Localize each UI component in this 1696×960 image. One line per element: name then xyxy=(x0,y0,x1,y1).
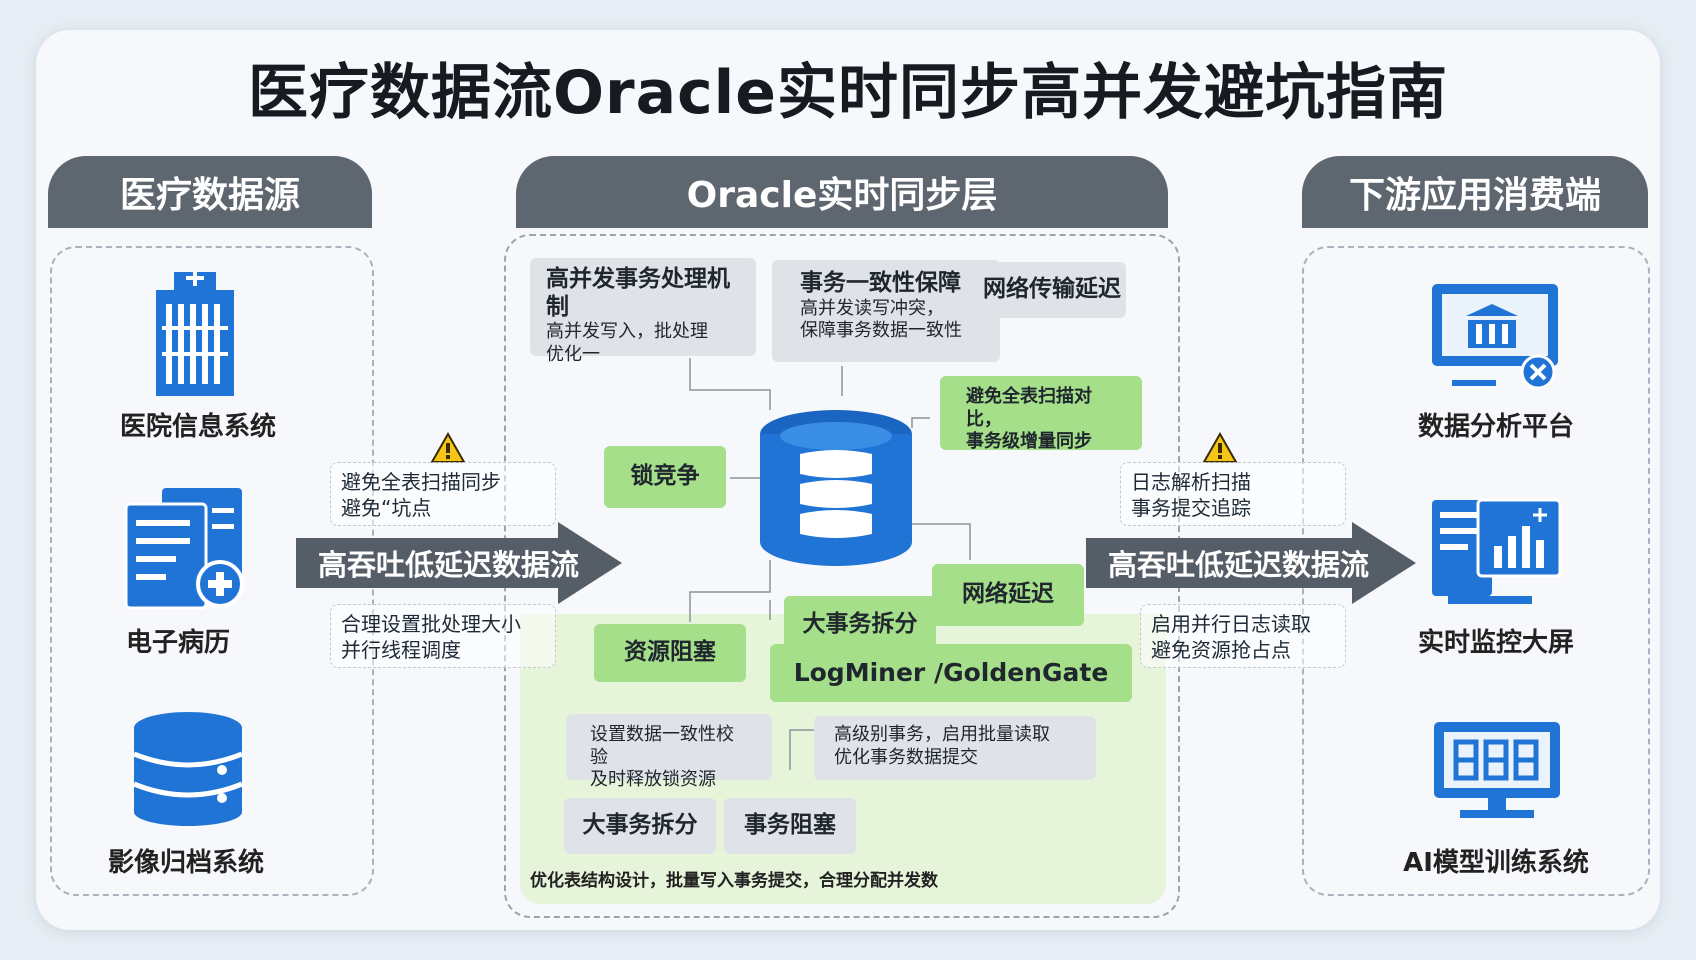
box-resource-block: 资源阻塞 xyxy=(594,624,746,682)
box-network-delay: 网络延迟 xyxy=(932,564,1084,626)
source-label-pacs: 影像归档系统 xyxy=(107,848,264,878)
header-oracle-sync-layer: Oracle实时同步层 xyxy=(516,156,1168,228)
left-note-top: 避免全表扫描同步 避免“坑点 xyxy=(330,462,556,526)
right-note-bottom: 启用并行日志读取 避免资源抢占点 xyxy=(1140,604,1346,668)
source-label-emr: 电子病历 xyxy=(125,628,230,658)
box-incremental-sync-note: 避免全表扫描对比， 事务级增量同步 xyxy=(940,376,1142,452)
box-tx-block: 事务阻塞 xyxy=(724,798,856,854)
consumer-label-monitor: 实时监控大屏 xyxy=(1417,628,1574,658)
oracle-database-icon xyxy=(756,408,916,574)
box-large-tx: 大事务拆分 xyxy=(564,798,716,854)
header-downstream-consumers: 下游应用消费端 xyxy=(1302,156,1648,228)
source-label-his: 医院信息系统 xyxy=(119,412,276,442)
medical-record-icon xyxy=(122,484,252,616)
hospital-building-icon xyxy=(152,268,238,402)
consumer-label-analytics: 数据分析平台 xyxy=(1417,412,1574,442)
header-data-sources: 医疗数据源 xyxy=(48,156,372,228)
dashboard-screen-icon xyxy=(1428,496,1564,612)
analytics-monitor-icon xyxy=(1397,280,1562,400)
right-flow-arrow: 高吞吐低延迟数据流 xyxy=(1086,522,1416,604)
right-note-top: 日志解析扫描 事务提交追踪 xyxy=(1120,462,1346,526)
box-batch-read-note: 高级别事务，启用批量读取 优化事务数据提交 xyxy=(814,716,1096,780)
left-note-bottom: 合理设置批处理大小 并行线程调度 xyxy=(330,604,556,668)
page-title: 医疗数据流Oracle实时同步高并发避坑指南 xyxy=(248,58,1448,128)
consumer-label-ai: AI模型训练系统 xyxy=(1403,848,1589,878)
box-logminer-goldengate: LogMiner /GoldenGate xyxy=(770,644,1132,702)
box-network-delay-top: 网络传输延迟 xyxy=(978,262,1126,318)
left-flow-arrow: 高吞吐低延迟数据流 xyxy=(296,522,622,604)
right-flow-label: 高吞吐低延迟数据流 xyxy=(1108,548,1370,582)
box-lock-contention: 锁竞争 xyxy=(604,446,726,508)
left-flow-label: 高吞吐低延迟数据流 xyxy=(318,548,580,582)
ai-monitor-icon xyxy=(1430,718,1564,826)
box-consistency: 事务一致性保障 高并发读写冲突， 保障事务数据一致性 xyxy=(772,260,1000,362)
center-footer-note: 优化表结构设计，批量写入事务提交，合理分配并发数 xyxy=(530,871,938,891)
box-high-concurrency: 高并发事务处理机制 高并发写入，批处理 优化一 xyxy=(530,258,756,365)
database-icon xyxy=(130,710,246,832)
box-consistency-check-note: 设置数据一致性校验 及时释放锁资源 xyxy=(566,714,772,790)
